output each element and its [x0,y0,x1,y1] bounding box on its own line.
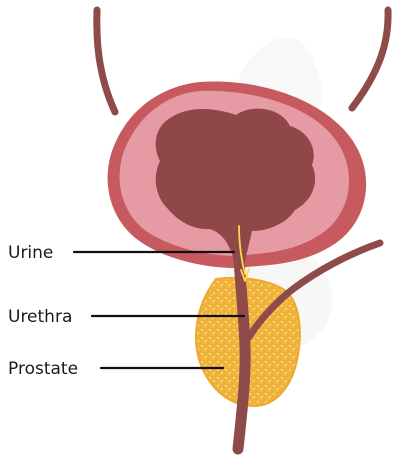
left-ureter [97,10,115,112]
urethra-label: Urethra [8,307,72,327]
right-ureter [352,10,388,108]
prostate-label: Prostate [8,359,78,379]
urine-label: Urine [8,243,53,263]
